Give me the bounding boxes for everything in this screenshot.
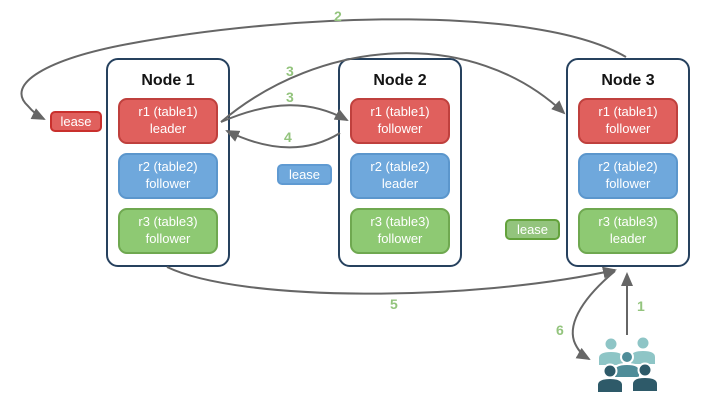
arrow-step-5 (166, 266, 617, 295)
arrow-step-6 (571, 270, 616, 360)
replica-role: follower (145, 176, 191, 191)
replica-role: leader (609, 231, 647, 246)
step-label-6: 6 (556, 322, 564, 338)
step-label-5: 5 (390, 296, 398, 312)
replica-role: follower (605, 121, 651, 136)
arrow-step-3-to-node2 (220, 104, 349, 123)
node1-replica-r3: r3 (table3) follower (118, 208, 218, 254)
replica-role: follower (377, 231, 423, 246)
replica-role: leader (149, 121, 187, 136)
replica-role: leader (381, 176, 419, 191)
replica-name: r3 (table3) (598, 214, 658, 230)
replica-role: follower (605, 176, 651, 191)
step-label-4: 4 (284, 129, 292, 145)
step-label-3b: 3 (286, 89, 294, 105)
replica-name: r3 (table3) (370, 214, 430, 230)
lease-badge-green: lease (505, 219, 560, 240)
node1-replicas: r1 (table1) leader r2 (table2) follower … (108, 98, 228, 254)
node2-replica-r2: r2 (table2) leader (350, 153, 450, 199)
node3-title: Node 3 (601, 72, 655, 89)
node3-replica-r1: r1 (table1) follower (578, 98, 678, 144)
step-label-3a: 3 (286, 63, 294, 79)
step-label-2: 2 (334, 8, 342, 24)
node3-box: Node 3 r1 (table1) follower r2 (table2) … (566, 58, 690, 267)
node1-box: Node 1 r1 (table1) leader r2 (table2) fo… (106, 58, 230, 267)
replica-name: r1 (table1) (598, 104, 658, 120)
node2-replicas: r1 (table1) follower r2 (table2) leader … (340, 98, 460, 254)
lease-badge-blue: lease (277, 164, 332, 185)
node1-replica-r2: r2 (table2) follower (118, 153, 218, 199)
node3-replicas: r1 (table1) follower r2 (table2) followe… (568, 98, 688, 254)
node2-replica-r3: r3 (table3) follower (350, 208, 450, 254)
users-icon (596, 335, 659, 394)
node1-replica-r1: r1 (table1) leader (118, 98, 218, 144)
step-label-1: 1 (637, 298, 645, 314)
node3-replica-r3: r3 (table3) leader (578, 208, 678, 254)
replica-name: r1 (table1) (138, 104, 198, 120)
node1-title: Node 1 (141, 72, 195, 89)
replica-name: r3 (table3) (138, 214, 198, 230)
replica-name: r2 (table2) (370, 159, 430, 175)
node2-title: Node 2 (373, 72, 427, 89)
node3-replica-r2: r2 (table2) follower (578, 153, 678, 199)
node2-replica-r1: r1 (table1) follower (350, 98, 450, 144)
replica-name: r2 (table2) (598, 159, 658, 175)
lease-badge-red: lease (50, 111, 102, 132)
replica-name: r2 (table2) (138, 159, 198, 175)
replica-name: r1 (table1) (370, 104, 430, 120)
node2-box: Node 2 r1 (table1) follower r2 (table2) … (338, 58, 462, 267)
replica-role: follower (377, 121, 423, 136)
replica-role: follower (145, 231, 191, 246)
